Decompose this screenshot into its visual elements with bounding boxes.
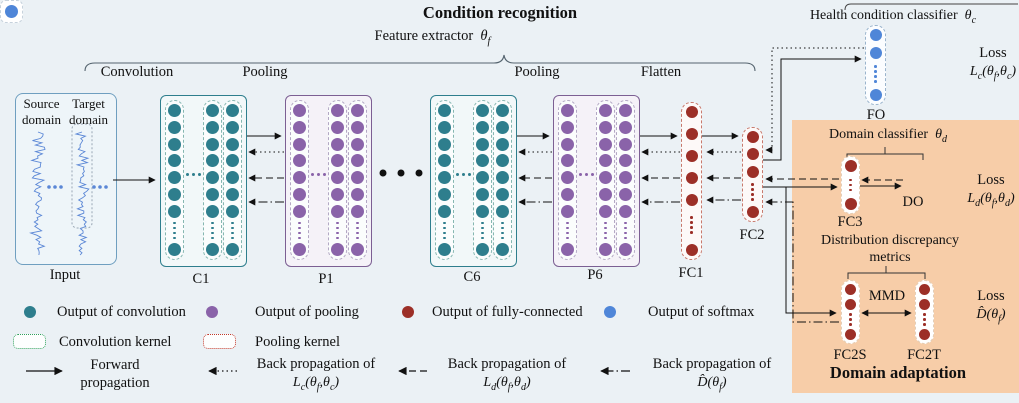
waveform-ellipsis <box>47 185 108 189</box>
backprop-lc-arrows <box>248 47 864 156</box>
backprop-dhat-arrows <box>248 196 839 323</box>
layers-ellipsis <box>379 169 423 177</box>
health-classifier-bracket <box>844 3 1018 11</box>
forward-arrows <box>113 55 912 317</box>
input-box <box>15 93 117 265</box>
domain-adaptation-panel <box>792 120 1019 393</box>
waveform-signal <box>29 131 46 256</box>
feature-extractor-brace <box>84 54 756 72</box>
metrics-bracket <box>847 266 926 279</box>
backprop-ld-arrows <box>248 174 903 184</box>
domain-classifier-bracket <box>846 147 924 160</box>
input-waveforms <box>29 131 90 256</box>
waveform-signal <box>74 131 90 256</box>
